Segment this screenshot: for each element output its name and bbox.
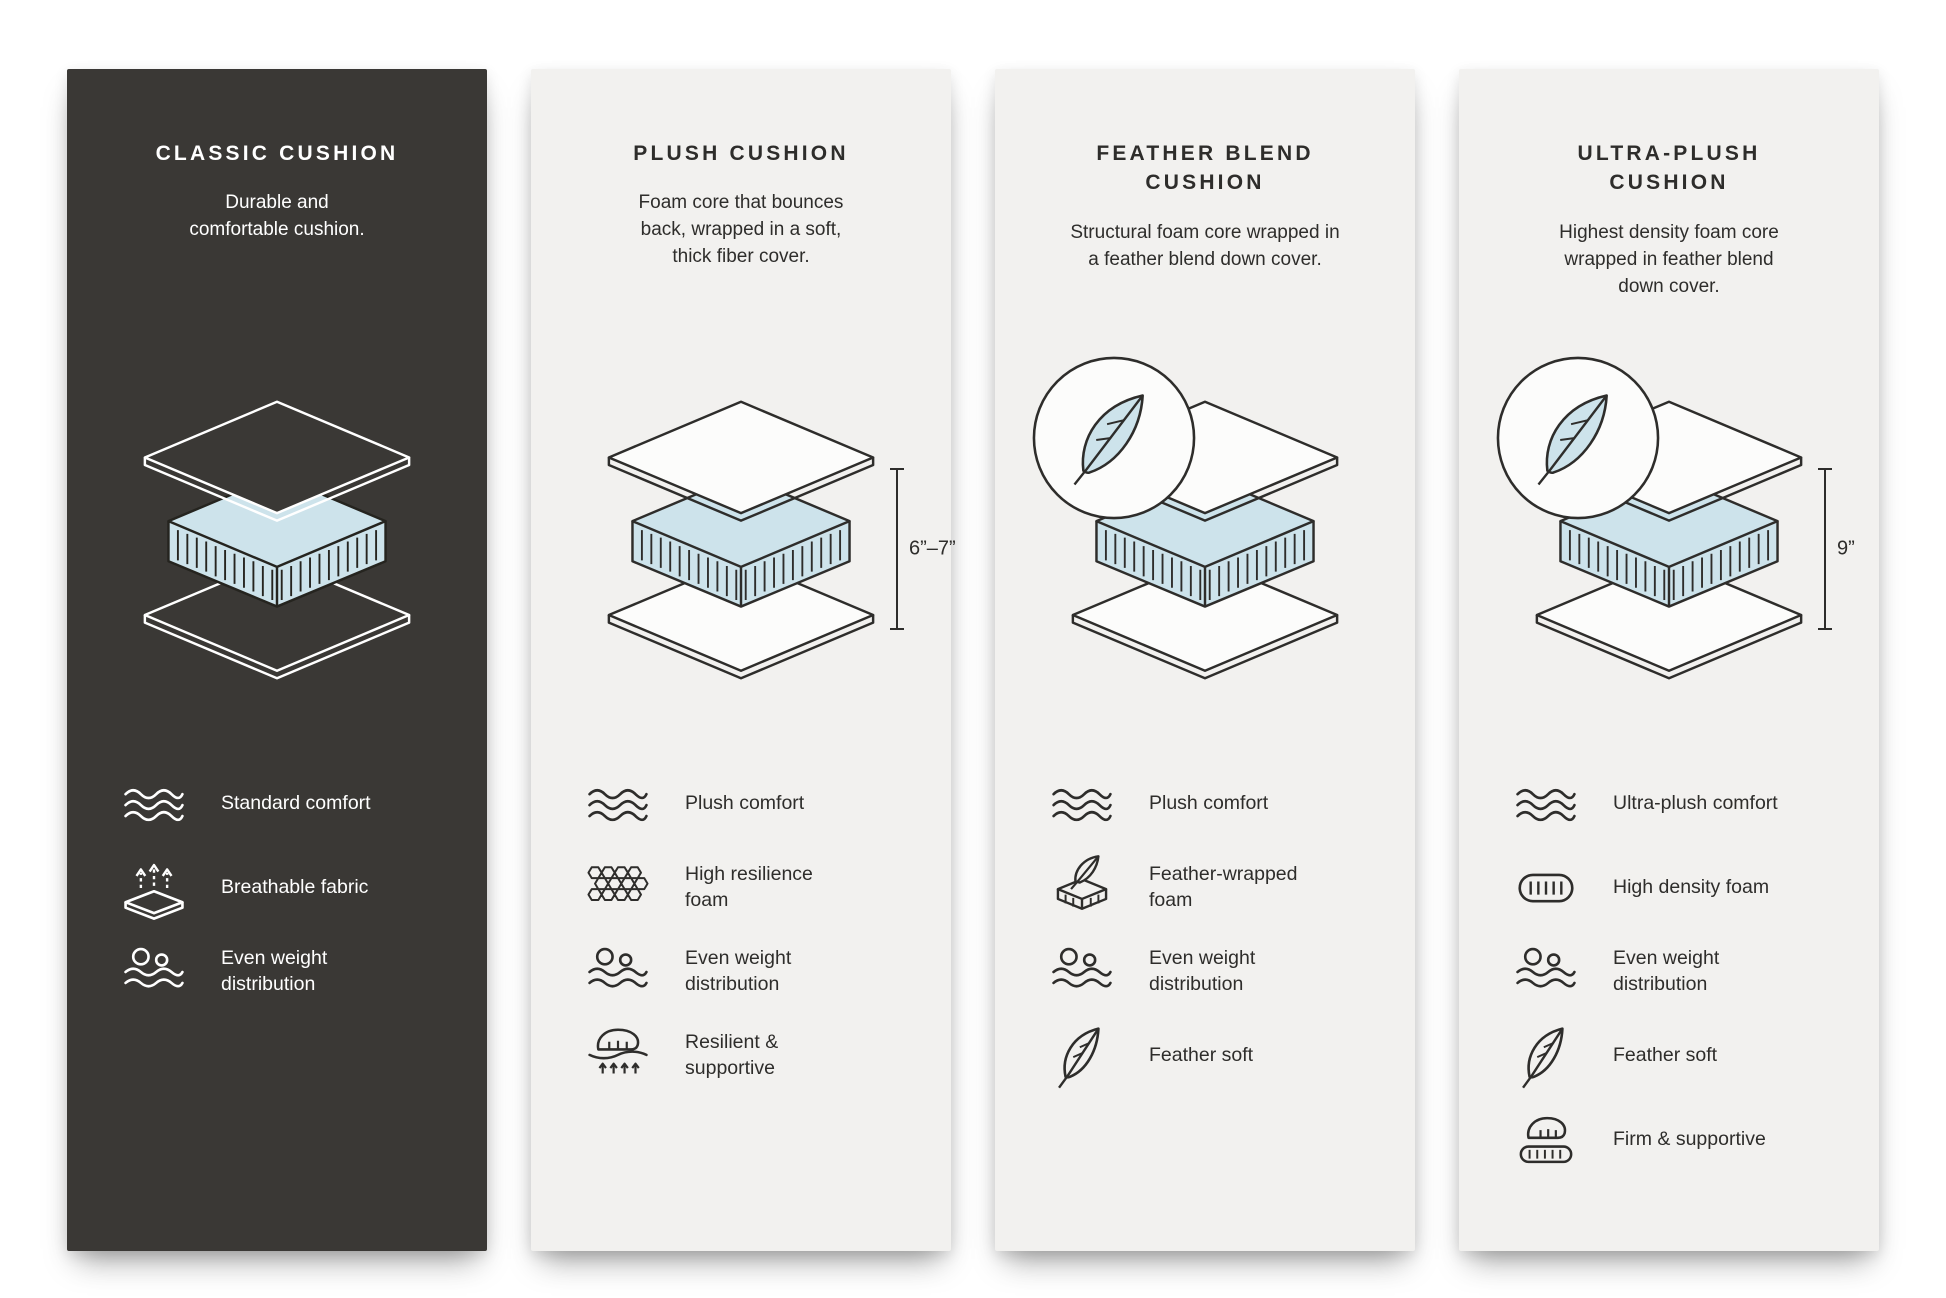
feature-row: High density foam: [1511, 853, 1863, 923]
feature-list: Plush comfort High resilience foam Even …: [583, 769, 935, 1105]
feature-label: Breathable fabric: [221, 876, 369, 899]
breathable-fabric-icon: [119, 853, 189, 923]
feather-soft-icon: [1511, 1021, 1581, 1091]
feather-badge: [1494, 354, 1662, 522]
cushion-layers-illustration: [126, 394, 428, 687]
panel-description: Highest density foam core wrapped in fea…: [1559, 221, 1779, 297]
even-weight-icon: [119, 937, 189, 1007]
measurement-line: [890, 468, 904, 630]
feature-row: Ultra-plush comfort: [1511, 769, 1863, 839]
panel-plush-cushion: PLUSH CUSHION Foam core that bounces bac…: [531, 69, 956, 1251]
measurement-label: 6”–7”: [909, 537, 956, 560]
height-measurement: 6”–7”: [890, 468, 956, 630]
panel-title: PLUSH CUSHION: [633, 142, 849, 165]
panel-title: ULTRA-PLUSH CUSHION: [1577, 142, 1761, 195]
feature-label: Feather-wrapped foam: [1149, 863, 1298, 911]
feather-badge: [1030, 354, 1198, 522]
feature-label: Even weight distribution: [1149, 947, 1256, 995]
feature-row: Even weight distribution: [583, 937, 935, 1007]
feather-soft-icon: [1047, 1021, 1117, 1091]
feature-label: Ultra-plush comfort: [1613, 792, 1778, 815]
feature-label: Feather soft: [1613, 1044, 1718, 1067]
feature-row: Firm & supportive: [1511, 1105, 1863, 1175]
cushion-layers-illustration: 9”: [1518, 394, 1855, 687]
feature-label: Even weight distribution: [685, 947, 792, 995]
panel-classic-cushion: CLASSIC CUSHION Durable and comfortable …: [67, 69, 487, 1251]
panel-description: Foam core that bounces back, wrapped in …: [638, 192, 844, 268]
feature-label: High density foam: [1613, 876, 1770, 899]
feature-row: Even weight distribution: [1047, 937, 1399, 1007]
feature-row: Feather soft: [1047, 1021, 1399, 1091]
feature-label: Firm & supportive: [1613, 1128, 1766, 1151]
panel-ultra-plush-cushion: ULTRA-PLUSH CUSHION Highest density foam…: [1459, 69, 1879, 1251]
feature-row: Plush comfort: [583, 769, 935, 839]
feature-list: Standard comfort Breathable fabric Even …: [119, 769, 471, 1021]
feature-label: Feather soft: [1149, 1044, 1254, 1067]
measurement-label: 9”: [1837, 537, 1855, 560]
panel-description: Structural foam core wrapped in a feathe…: [1070, 221, 1340, 270]
measurement-line: [1818, 468, 1832, 630]
feature-row: Resilient & supportive: [583, 1021, 935, 1091]
high-resilience-foam-icon: [583, 853, 653, 923]
feature-label: High resilience foam: [685, 863, 813, 911]
even-weight-icon: [1511, 937, 1581, 1007]
feature-row: Feather-wrapped foam: [1047, 853, 1399, 923]
feature-row: Even weight distribution: [1511, 937, 1863, 1007]
feature-row: Breathable fabric: [119, 853, 471, 923]
height-measurement: 9”: [1818, 468, 1855, 630]
feature-label: Even weight distribution: [1613, 947, 1720, 995]
cushion-layers-icon: [126, 394, 428, 687]
resilient-supportive-icon: [583, 1021, 653, 1091]
comfort-waves-icon: [119, 769, 189, 839]
panel-description: Durable and comfortable cushion.: [189, 192, 365, 241]
comfort-waves-icon: [1511, 769, 1581, 839]
high-density-foam-icon: [1511, 853, 1581, 923]
feature-row: High resilience foam: [583, 853, 935, 923]
feature-row: Standard comfort: [119, 769, 471, 839]
cushion-layers-illustration: 6”–7”: [590, 394, 956, 687]
feature-label: Standard comfort: [221, 792, 371, 815]
feature-label: Resilient & supportive: [685, 1031, 779, 1079]
comfort-waves-icon: [1047, 769, 1117, 839]
even-weight-icon: [583, 937, 653, 1007]
feather-wrapped-foam-icon: [1047, 853, 1117, 923]
feature-row: Even weight distribution: [119, 937, 471, 1007]
panel-feather-blend-cushion: FEATHER BLEND CUSHION Structural foam co…: [995, 69, 1415, 1251]
cushion-layers-icon: [590, 394, 892, 687]
comfort-waves-icon: [583, 769, 653, 839]
feature-label: Plush comfort: [1149, 792, 1269, 815]
feather-badge-icon: [1030, 354, 1198, 522]
firm-supportive-icon: [1511, 1105, 1581, 1175]
feature-row: Feather soft: [1511, 1021, 1863, 1091]
panel-board: CLASSIC CUSHION Durable and comfortable …: [67, 69, 1879, 1251]
panel-title: CLASSIC CUSHION: [155, 142, 399, 165]
feature-label: Plush comfort: [685, 792, 805, 815]
cushion-layers-illustration: [1054, 394, 1356, 687]
even-weight-icon: [1047, 937, 1117, 1007]
feature-row: Plush comfort: [1047, 769, 1399, 839]
feather-badge-icon: [1494, 354, 1662, 522]
feature-list: Plush comfort Feather-wrapped foam Even …: [1047, 769, 1399, 1105]
feature-list: Ultra-plush comfort High density foam Ev…: [1511, 769, 1863, 1189]
panel-title: FEATHER BLEND CUSHION: [1096, 142, 1314, 195]
feature-label: Even weight distribution: [221, 947, 328, 995]
